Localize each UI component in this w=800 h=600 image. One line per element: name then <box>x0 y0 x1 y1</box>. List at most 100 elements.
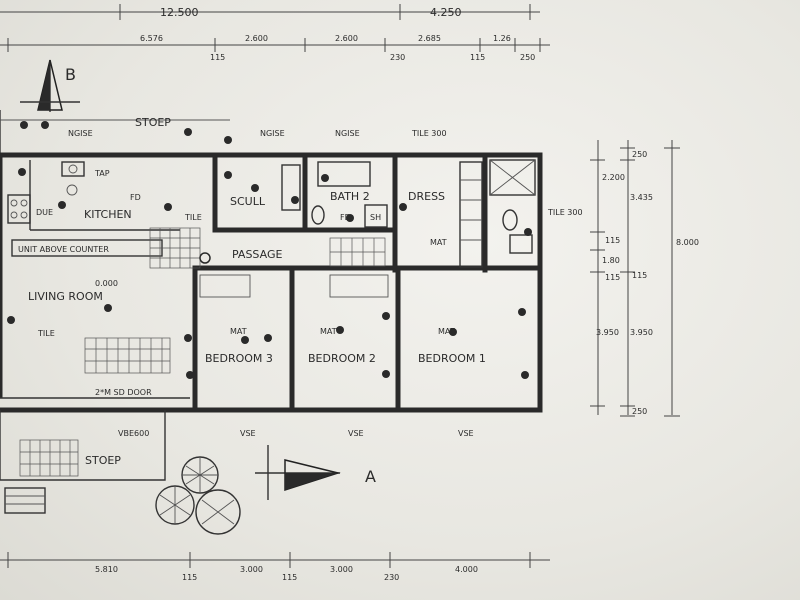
dress-mat-note: MAT <box>430 238 447 247</box>
scullery: SCULL <box>230 164 301 211</box>
dim-right-a: 2.200 <box>602 173 625 182</box>
kitchen-tile-note: TILE <box>184 213 202 222</box>
building-walls <box>0 152 543 413</box>
dim-right-f: 3.435 <box>630 193 653 202</box>
dim-top-a: 6.576 <box>140 34 163 43</box>
floor-height: 0.000 <box>95 279 118 288</box>
bedroom-3: BEDROOM 3 MAT <box>199 274 273 365</box>
tile-note-right: TILE 300 <box>547 208 583 217</box>
bedroom3-mat: MAT <box>230 327 247 336</box>
dim-top-right: 4.250 <box>430 6 462 19</box>
bathtub-icon <box>317 161 371 187</box>
bedroom1-label: BEDROOM 1 <box>418 352 486 365</box>
tree-icons <box>155 456 241 535</box>
dim-top-g: 230 <box>390 53 405 62</box>
kitchen-fd-label: FD <box>130 193 141 202</box>
stoep-bottom: STOEP <box>0 410 166 514</box>
passage: PASSAGE <box>232 237 386 267</box>
vse-note-3: VSE <box>458 429 474 438</box>
dim-top-c: 2.600 <box>335 34 358 43</box>
ngise-note-3: NGISE <box>335 129 360 138</box>
bottom-dimensions: 5.810 115 3.000 115 3.000 230 4.000 <box>0 552 550 582</box>
bath-fd-label: FD <box>340 213 351 222</box>
vse-note-1: VSE <box>240 429 256 438</box>
dim-top-b: 2.600 <box>245 34 268 43</box>
shower-tray-icon <box>489 159 536 196</box>
dress: DRESS MAT <box>408 161 483 268</box>
dim-bottom-a: 5.810 <box>95 565 118 574</box>
stoep-top-label: STOEP <box>135 116 171 129</box>
floor-tile-grid-passage <box>149 227 201 269</box>
steps-icon <box>4 487 46 514</box>
en-suite: TILE 300 <box>489 159 583 254</box>
dim-right-small-bottom: 250 <box>632 407 647 416</box>
tree-icon <box>195 489 241 535</box>
floor-tile-grid-living <box>84 337 171 374</box>
top-dimensions: 12.500 4.250 6.576 2.600 2.600 2.685 1.2… <box>0 4 550 62</box>
dim-top-i: 250 <box>520 53 535 62</box>
right-dimensions: 2.200 115 1.80 115 3.950 3.435 115 3.950… <box>590 140 699 417</box>
stoep-top: STOEP NGISE NGISE NGISE TILE 300 <box>0 110 447 156</box>
section-marker-b: B <box>20 59 80 112</box>
floor-tile-grid-stoep <box>19 439 79 477</box>
dim-top-overall: 12.500 <box>160 6 199 19</box>
counter-note: UNIT ABOVE COUNTER <box>18 245 109 254</box>
dress-label: DRESS <box>408 190 445 203</box>
shower-icon <box>364 204 388 228</box>
tile-note-top: TILE 300 <box>411 129 447 138</box>
bedroom1-mat: MAT <box>438 327 455 336</box>
dim-bottom-g: 4.000 <box>455 565 478 574</box>
bedroom3-label: BEDROOM 3 <box>205 352 273 365</box>
bedroom2-mat: MAT <box>320 327 337 336</box>
stoep-bottom-label: STOEP <box>85 454 121 467</box>
dim-right-h: 3.950 <box>630 328 653 337</box>
bottom-notes: VSE VSE VSE VBE600 <box>118 429 474 438</box>
ngise-note-1: NGISE <box>68 129 93 138</box>
kitchen: DUE TAP FD KITCHEN TILE UNIT ABOVE COUNT… <box>7 161 202 257</box>
dim-top-d: 2.685 <box>418 34 441 43</box>
bedroom-1: BEDROOM 1 MAT <box>418 327 486 365</box>
ensuite-toilet-icon <box>502 209 518 231</box>
ngise-note-2: NGISE <box>260 129 285 138</box>
bath-2: BATH 2 SH FD <box>311 161 388 228</box>
living-room: LIVING ROOM 0.000 TILE 2*M SD DOOR <box>0 227 201 399</box>
bedroom2-label: BEDROOM 2 <box>308 352 376 365</box>
stove-label: DUE <box>36 208 53 217</box>
vse-note-2: VSE <box>348 429 364 438</box>
dim-bottom-b: 115 <box>182 573 197 582</box>
dim-right-d: 115 <box>605 273 620 282</box>
passage-label: PASSAGE <box>232 248 282 261</box>
dim-top-e: 1.26 <box>493 34 511 43</box>
dim-top-f: 115 <box>210 53 225 62</box>
living-room-label: LIVING ROOM <box>28 290 103 303</box>
dim-right-small-top: 250 <box>632 150 647 159</box>
scullery-label: SCULL <box>230 195 266 208</box>
dim-right-g: 115 <box>632 271 647 280</box>
bath-sh-label: SH <box>370 213 381 222</box>
tap-label: TAP <box>94 169 110 178</box>
bath-label: BATH 2 <box>330 190 370 203</box>
living-tile-note: TILE <box>37 329 55 338</box>
toilet-icon <box>311 205 325 225</box>
section-label-b: B <box>65 65 76 84</box>
dim-top-h: 115 <box>470 53 485 62</box>
dim-right-c: 1.80 <box>602 256 620 265</box>
door-note: 2*M SD DOOR <box>95 388 152 397</box>
dim-bottom-f: 230 <box>384 573 399 582</box>
basin-icon <box>509 234 533 254</box>
dim-right-e: 3.950 <box>596 328 619 337</box>
dim-bottom-c: 3.000 <box>240 565 263 574</box>
section-label-a: A <box>365 467 376 486</box>
sink-icon <box>61 161 85 177</box>
vbe-note: VBE600 <box>118 429 149 438</box>
dim-bottom-d: 115 <box>282 573 297 582</box>
floor-tile-grid-hall <box>329 237 386 267</box>
dim-right-overall: 8.000 <box>676 238 699 247</box>
light-fixtures <box>7 121 532 379</box>
bedroom-2: BEDROOM 2 MAT <box>308 274 389 365</box>
section-marker-a: A <box>255 445 376 500</box>
stove-icon <box>7 194 31 224</box>
dim-bottom-e: 3.000 <box>330 565 353 574</box>
